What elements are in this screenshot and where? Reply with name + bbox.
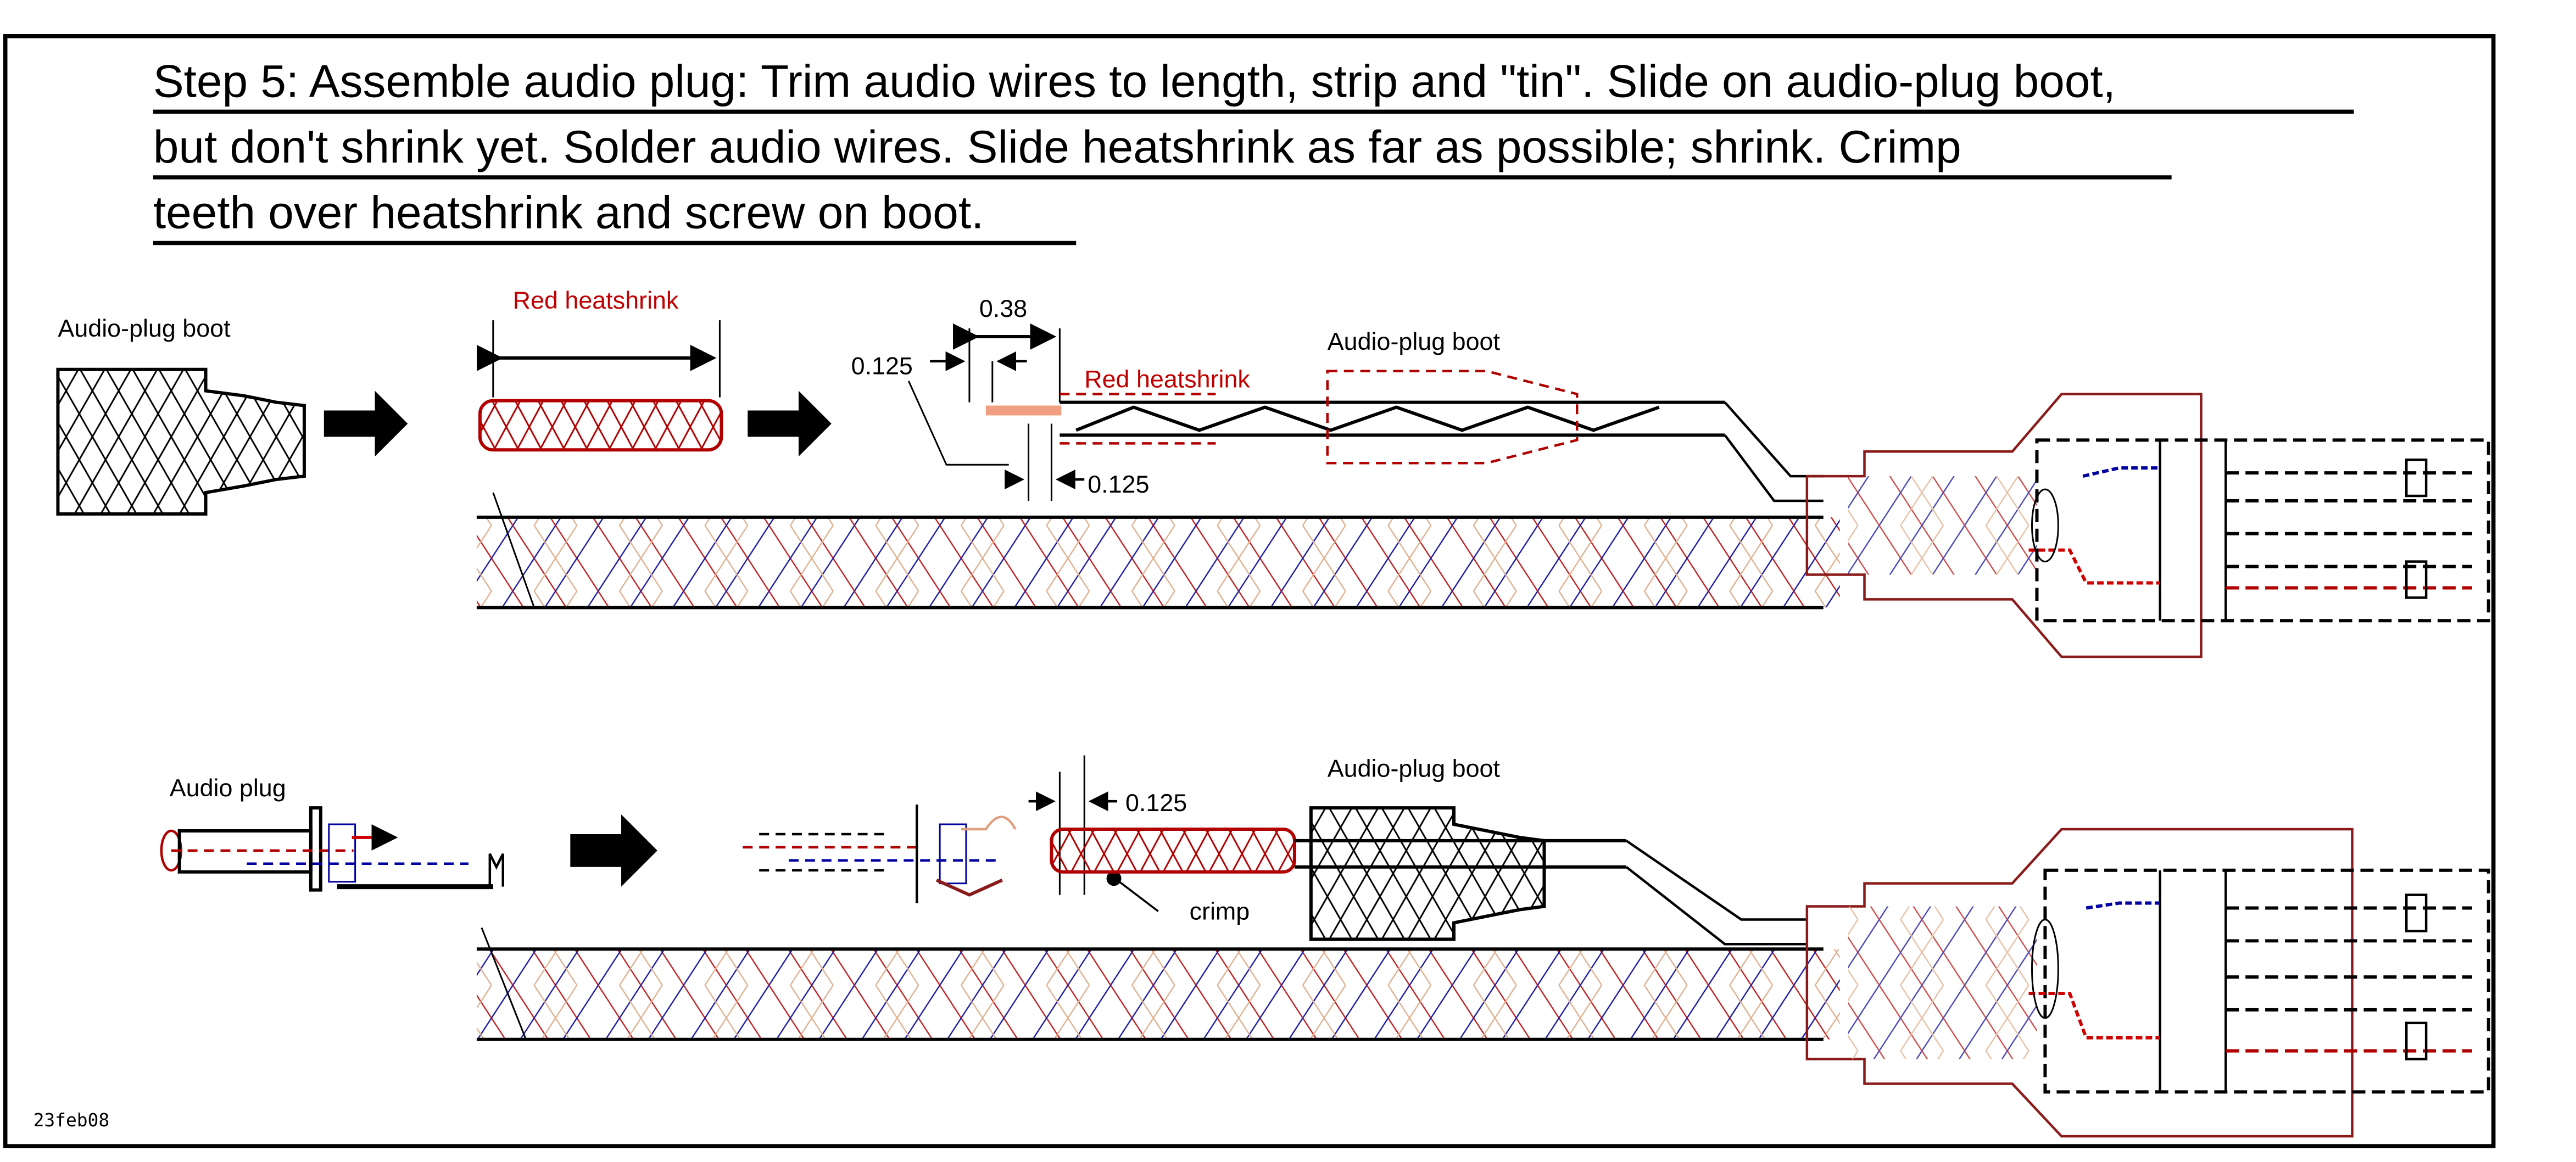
audio-wire-top [985,370,1824,502]
audio-plug-label: Audio plug [170,774,286,802]
audio-plug-boot-part [56,367,306,516]
inline-boot-label: Audio-plug boot [1328,327,1501,355]
dimension-lines [907,323,1085,501]
dimension-0-125-bottom: 0.125 [1088,470,1149,498]
connector-assembly-top [1805,393,2490,658]
inline-heatshrink-label: Red heatshrink [1084,365,1250,393]
soldered-plug-part [743,805,1017,903]
audio-plug-boot-installed [1309,806,1546,941]
bottom-boot-label: Audio-plug boot [1328,754,1501,782]
title-line-1: Step 5: Assemble audio plug: Trim audio … [153,55,2116,107]
heatshrink-length-dimension [476,320,721,398]
boot-label: Audio-plug boot [58,314,231,342]
dimension-0-125-crimp: 0.125 [1125,789,1187,817]
heatshrink-installed [1050,828,1296,874]
audio-wire-bottom [1294,839,1807,946]
cable-braid-top [476,492,1840,610]
title-line-2: but don't shrink yet. Solder audio wires… [153,121,1961,172]
arrow-right-icon [324,390,408,457]
dimension-0-38: 0.38 [979,294,1027,322]
red-heatshrink-part [478,399,723,452]
arrow-right-icon [748,390,832,457]
crimp-label: crimp [1190,897,1250,925]
instruction-title: Step 5: Assemble audio plug: Trim audio … [153,55,2354,245]
cable-braid-bottom [476,927,1840,1041]
page-frame [3,34,2496,1148]
revision-date: 23feb08 [34,1109,110,1131]
heatshrink-label: Red heatshrink [513,286,679,314]
connector-assembly-bottom [1805,828,2490,1138]
audio-plug-part [160,806,504,892]
arrow-right-icon [570,814,657,887]
title-line-3: teeth over heatshrink and screw on boot. [153,187,984,238]
dimension-0-125-left: 0.125 [851,352,913,380]
